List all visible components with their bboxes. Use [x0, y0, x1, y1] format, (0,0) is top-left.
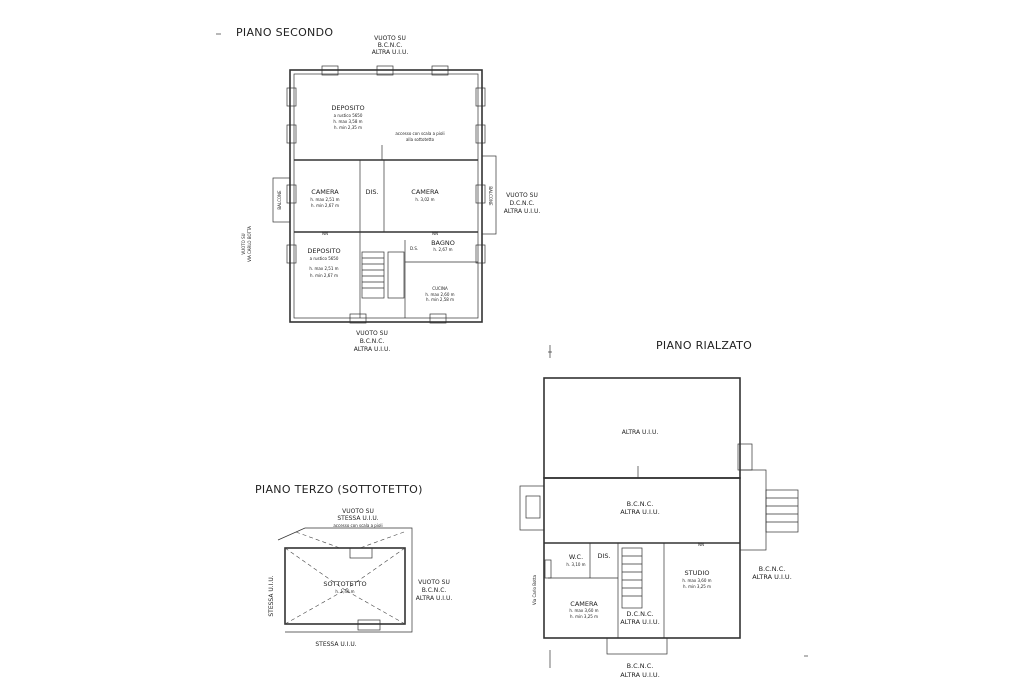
secondo-right-note-3: ALTRA U.I.U.: [504, 208, 541, 215]
secondo-nn-right: NN: [432, 231, 438, 236]
terzo-top-note-2: STESSA U.I.U.: [337, 515, 378, 522]
svg-text:h. min 2,67 m: h. min 2,67 m: [310, 273, 338, 278]
svg-text:h. 3,02 m: h. 3,02 m: [415, 197, 434, 202]
terzo-right-note-1: VUOTO SU: [418, 579, 450, 586]
terzo-bottom-note: STESSA U.I.U.: [315, 641, 356, 648]
terzo-outer-wall: [284, 547, 406, 625]
secondo-cucina: CUCINA: [432, 286, 448, 291]
svg-text:a rustico 5650: a rustico 5650: [310, 256, 339, 261]
rialzato-altra-block: [543, 377, 741, 479]
secondo-access-note-2: alla sottotetto: [406, 137, 435, 142]
rialzato-dis: DIS.: [597, 552, 610, 560]
plan-piano-secondo: PIANO SECONDO VUOTO SU B.C.N.C. ALTRA U.…: [216, 26, 540, 353]
terzo-sottotetto: SOTTOTETTO: [323, 580, 366, 588]
title-piano-rialzato: PIANO RIALZATO: [656, 339, 752, 352]
secondo-top-note-3: ALTRA U.I.U.: [372, 49, 409, 56]
rialzato-bcnc-bottom-1: B.C.N.C.: [627, 662, 654, 670]
title-piano-terzo: PIANO TERZO (SOTTOTETTO): [255, 483, 423, 496]
rialzato-camera: CAMERA: [570, 600, 598, 608]
secondo-bottom-note-3: ALTRA U.I.U.: [354, 346, 391, 353]
secondo-left-note-2: VIA CARLO BOTTA: [247, 226, 252, 262]
svg-text:h. min 3,25 m: h. min 3,25 m: [570, 614, 598, 619]
svg-text:h. max 3,58 m: h. max 3,58 m: [333, 119, 362, 124]
svg-text:h. max 2,51 m: h. max 2,51 m: [310, 197, 339, 202]
secondo-camera-left: CAMERA: [311, 188, 339, 196]
secondo-outer-wall: [289, 69, 483, 323]
plan-piano-rialzato: PIANO RIALZATO ALTRA U.I.U.: [519, 339, 808, 679]
svg-text:h. min 2,58 m: h. min 2,58 m: [426, 297, 454, 302]
secondo-balcone-left-label: BALCONE: [277, 190, 282, 210]
plan-piano-terzo: PIANO TERZO (SOTTOTETTO) VUOTO SU STESSA…: [255, 483, 452, 648]
svg-text:h. min 3,25 m: h. min 3,25 m: [683, 584, 711, 589]
svg-text:a rustico 5650: a rustico 5650: [334, 113, 363, 118]
secondo-bottom-note-2: B.C.N.C.: [360, 338, 385, 345]
rialzato-nn: NN: [698, 542, 704, 547]
title-piano-secondo: PIANO SECONDO: [236, 26, 333, 39]
secondo-balcone-right-label: BALCONE: [488, 186, 493, 206]
rialzato-bcnc-center-2: ALTRA U.I.U.: [620, 508, 660, 516]
rialzato-bcnc-center-1: B.C.N.C.: [627, 500, 654, 508]
secondo-top-note-1: VUOTO SU: [374, 35, 406, 42]
svg-text:h. 2,67 m: h. 2,67 m: [433, 247, 452, 252]
svg-text:h. min 2,67 m: h. min 2,67 m: [311, 203, 339, 208]
rialzato-dcnc-1: D.C.N.C.: [626, 610, 653, 618]
svg-text:h. 1,40 m: h. 1,40 m: [335, 589, 354, 594]
rialzato-studio: STUDIO: [685, 569, 710, 577]
secondo-nn-left: NN: [322, 231, 328, 236]
svg-text:h. 3,10 m: h. 3,10 m: [566, 562, 585, 567]
rialzato-bcnc-bottom-2: ALTRA U.I.U.: [620, 671, 660, 679]
secondo-bottom-note-1: VUOTO SU: [356, 330, 388, 337]
secondo-right-note-1: VUOTO SU: [506, 192, 538, 199]
svg-text:h. max 2,51 m: h. max 2,51 m: [309, 266, 338, 271]
secondo-bagno: BAGNO: [431, 239, 455, 247]
terzo-top-note-1: VUOTO SU: [342, 508, 374, 515]
terzo-right-note-2: B.C.N.C.: [422, 587, 447, 594]
svg-text:h. max 3,60 m: h. max 3,60 m: [682, 578, 711, 583]
secondo-balcony-left: [272, 177, 291, 223]
rialzato-bcnc-right-1: B.C.N.C.: [759, 565, 786, 573]
rialzato-street: Via Carlo Botta: [532, 574, 537, 605]
secondo-access-note-1: accesso con scala a pioli: [395, 131, 444, 136]
rialzato-dcnc-2: ALTRA U.I.U.: [620, 618, 660, 626]
secondo-balcony-right: [481, 155, 497, 235]
secondo-deposito-bottom: DEPOSITO: [307, 247, 340, 255]
rialzato-wc: W.C.: [569, 553, 583, 561]
svg-text:h. max 3,60 m: h. max 3,60 m: [569, 608, 598, 613]
svg-text:h. max 2,60 m: h. max 2,60 m: [425, 292, 454, 297]
rialzato-bcnc-right-2: ALTRA U.I.U.: [752, 573, 792, 581]
secondo-ds: D.S.: [410, 246, 418, 251]
terzo-left-note: STESSA U.I.U.: [268, 575, 275, 616]
secondo-left-note-1: VUOTO SU: [241, 233, 246, 254]
secondo-camera-right: CAMERA: [411, 188, 439, 196]
secondo-right-note-2: D.C.N.C.: [509, 200, 534, 207]
terzo-right-note-3: ALTRA U.I.U.: [416, 595, 453, 602]
rialzato-altra: ALTRA U.I.U.: [622, 429, 659, 436]
secondo-deposito-top: DEPOSITO: [331, 104, 364, 112]
terzo-top-note-3: accesso con scala a pioli: [333, 523, 382, 528]
secondo-top-note-2: B.C.N.C.: [378, 42, 403, 49]
svg-text:h. min 2,35 m: h. min 2,35 m: [334, 125, 362, 130]
secondo-dis: DIS.: [365, 188, 378, 196]
